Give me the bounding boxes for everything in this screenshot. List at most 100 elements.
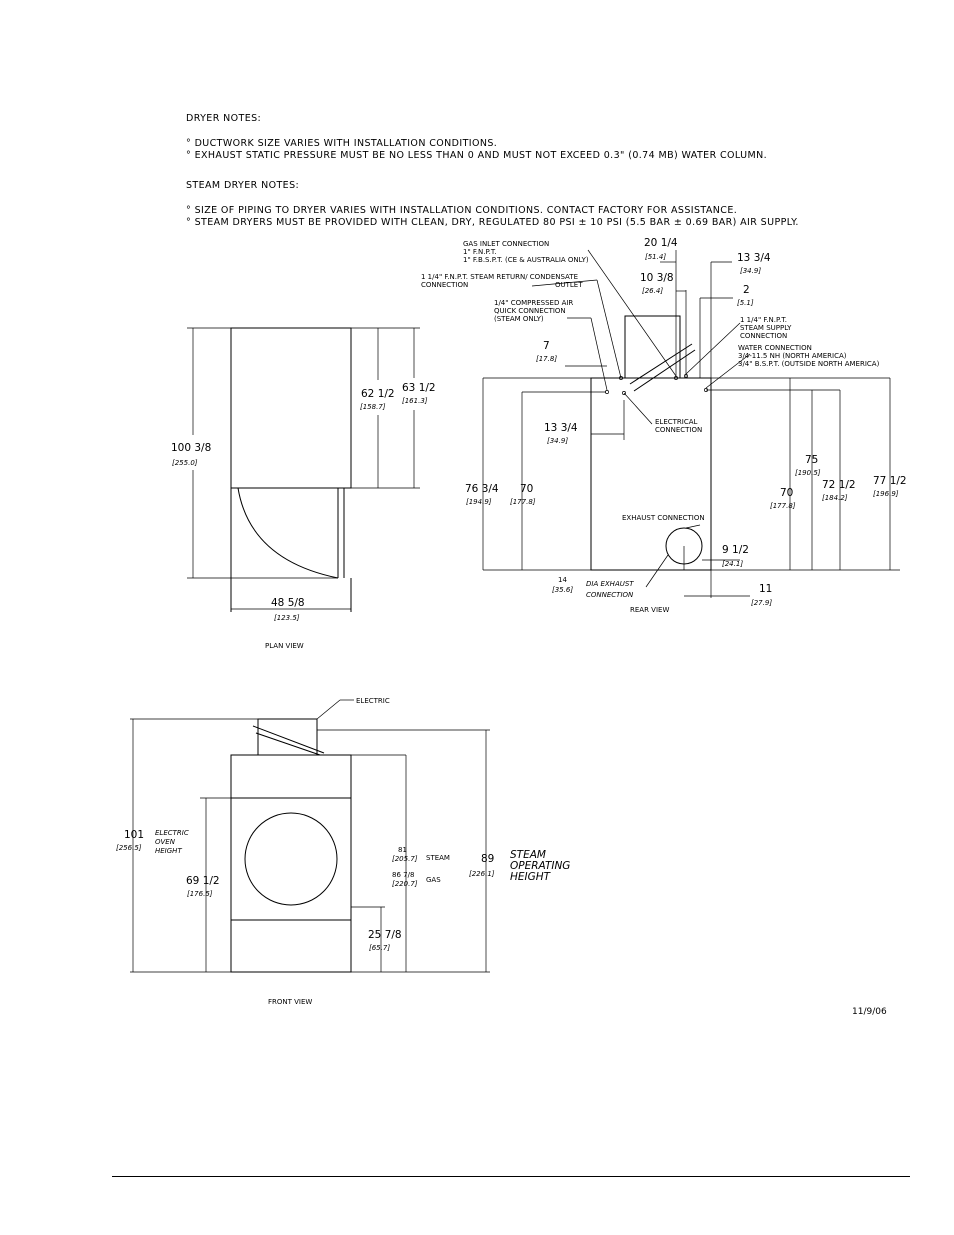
plan-cabinet: [230, 327, 352, 489]
gas-inlet-2: 1" F.N.P.T.: [463, 248, 497, 256]
front-dim-81-mm: [205.7]: [392, 855, 418, 863]
front-view-label: FRONT VIEW: [268, 998, 312, 1006]
steam-op-3: HEIGHT: [510, 871, 552, 883]
rear-top-box: [624, 315, 681, 379]
front-dim-69-mm: [176.5]: [187, 890, 213, 898]
rear-cabinet: [590, 377, 712, 571]
plan-dim-63-mm: [161.3]: [402, 397, 428, 405]
rear-dim-20: 20 1/4: [644, 237, 678, 249]
front-cabinet: [230, 754, 352, 973]
front-dim-69: 69 1/2: [186, 875, 220, 887]
steam-return-2: CONNECTION: [421, 281, 468, 289]
electric-oven-2: OVEN: [155, 838, 176, 846]
front-dim-25-mm: [65.7]: [369, 944, 390, 952]
rear-dim-9: 9 1/2: [722, 544, 749, 556]
dryer-notes: DRYER NOTES: ° DUCTWORK SIZE VARIES WITH…: [186, 113, 767, 162]
gas-inlet-1: GAS INLET CONNECTION: [463, 240, 549, 248]
steam-supply-1: 1 1/4" F.N.P.T.: [740, 316, 787, 324]
front-dim-81: 81: [398, 846, 407, 854]
rear-dim-76: 76 3/4: [465, 483, 499, 495]
front-top-box: [257, 718, 318, 756]
dryer-note-2: ° EXHAUST STATIC PRESSURE MUST BE NO LES…: [186, 150, 767, 161]
steam-op-2: OPERATING: [510, 860, 570, 872]
compressed-air-2: QUICK CONNECTION: [494, 307, 566, 315]
plan-height-mm: [255.0]: [172, 459, 198, 467]
plan-dim-62: 62 1/2: [361, 388, 395, 400]
dryer-notes-title: DRYER NOTES:: [186, 113, 262, 124]
steam-return-1: 1 1/4" F.N.P.T. STEAM RETURN/ CONDENSATE: [421, 273, 578, 281]
rear-dim-70b-mm: [177.8]: [770, 502, 796, 510]
front-view: ELECTRIC 101 [256.5] ELECTRIC OVEN HEIGH…: [116, 697, 570, 1006]
plan-width-mm: [123.5]: [274, 614, 300, 622]
front-dim-89-mm: [226.1]: [469, 870, 495, 878]
electrical-1: ELECTRICAL: [655, 418, 698, 426]
water-3: 3/4" B.S.P.T. (OUTSIDE NORTH AMERICA): [738, 360, 880, 368]
steam-dryer-notes: STEAM DRYER NOTES: ° SIZE OF PIPING TO D…: [186, 180, 799, 229]
plan-height-label: 100 3/8: [171, 442, 211, 454]
steam-note-1: ° SIZE OF PIPING TO DRYER VARIES WITH IN…: [186, 205, 738, 216]
electrical-2: CONNECTION: [655, 426, 702, 434]
rear-dim-72-mm: [184.2]: [822, 494, 848, 502]
plan-view: 100 3/8 [255.0] 62 1/2 [158.7] 63 1/2 [1…: [171, 327, 436, 650]
steam-supply-3: CONNECTION: [740, 332, 787, 340]
electric-oven-1: ELECTRIC: [155, 829, 189, 837]
rear-dim-75: 75: [805, 454, 818, 466]
rear-dim-7-mm: [17.8]: [536, 355, 557, 363]
rear-dim-70b: 70: [780, 487, 793, 499]
electric-label: ELECTRIC: [356, 697, 390, 705]
compressed-air-1: 1/4" COMPRESSED AIR: [494, 299, 573, 307]
steam-return-3: OUTLET: [555, 281, 583, 289]
steam-label: STEAM: [426, 854, 450, 862]
plan-dim-62-mm: [158.7]: [360, 403, 386, 411]
steam-supply-2: STEAM SUPPLY: [740, 324, 792, 332]
steam-note-2: ° STEAM DRYERS MUST BE PROVIDED WITH CLE…: [186, 217, 799, 228]
plan-width: 48 5/8: [271, 597, 305, 609]
front-dim-86: 86 7/8: [392, 871, 414, 879]
rear-dim-14: 14: [558, 576, 567, 584]
rear-dim-7: 7: [543, 340, 550, 352]
rear-dim-77: 77 1/2: [873, 475, 907, 487]
rear-dim-77-mm: [196.9]: [873, 490, 899, 498]
rear-dim-76-mm: [194.9]: [466, 498, 492, 506]
electric-oven-3: HEIGHT: [155, 847, 182, 855]
plan-view-label: PLAN VIEW: [265, 642, 304, 650]
front-dim-89: 89: [481, 853, 494, 865]
rear-dim-10: 10 3/8: [640, 272, 674, 284]
door-swing-arc: [237, 487, 339, 579]
rear-dim-11: 11: [759, 583, 772, 595]
steam-op-1: STEAM: [510, 849, 546, 861]
rear-dim-13b-mm: [34.9]: [547, 437, 568, 445]
water-1: WATER CONNECTION: [738, 344, 812, 352]
plan-dim-63: 63 1/2: [402, 382, 436, 394]
dia-exhaust-1: DIA EXHAUST: [586, 580, 634, 588]
rear-dim-10-mm: [26.4]: [642, 287, 663, 295]
front-dim-25: 25 7/8: [368, 929, 402, 941]
rear-dim-13a-mm: [34.9]: [740, 267, 761, 275]
rear-dim-20-mm: [51.4]: [645, 253, 666, 261]
gas-label: GAS: [426, 876, 441, 884]
dryer-note-1: ° DUCTWORK SIZE VARIES WITH INSTALLATION…: [186, 138, 498, 149]
front-dim-101: 101: [124, 829, 144, 841]
front-dim-86-mm: [220.7]: [392, 880, 418, 888]
drawing-date: 11/9/06: [852, 1007, 887, 1017]
footer-rule: [112, 1176, 910, 1177]
rear-view-label: REAR VIEW: [630, 606, 669, 614]
rear-dim-70a: 70: [520, 483, 533, 495]
compressed-air-3: (STEAM ONLY): [494, 315, 544, 323]
rear-dim-9-mm: [24.1]: [722, 560, 743, 568]
rear-dim-14-mm: [35.6]: [552, 586, 573, 594]
rear-dim-11-mm: [27.9]: [751, 599, 772, 607]
steam-notes-title: STEAM DRYER NOTES:: [186, 180, 300, 191]
rear-dim-2-mm: [5.1]: [737, 299, 754, 307]
rear-dim-70a-mm: [177.8]: [510, 498, 536, 506]
exhaust-label: EXHAUST CONNECTION: [622, 514, 705, 522]
rear-dim-2: 2: [743, 284, 750, 296]
rear-dim-75-mm: [190.5]: [795, 469, 821, 477]
rear-dim-13a: 13 3/4: [737, 252, 771, 264]
water-2: 3/4-11.5 NH (NORTH AMERICA): [738, 352, 847, 360]
rear-dim-72: 72 1/2: [822, 479, 856, 491]
rear-view: 20 1/4 [51.4] 13 3/4 [34.9] 10 3/8 [26.4…: [421, 237, 907, 614]
gas-inlet-3: 1" F.B.S.P.T. (CE & AUSTRALIA ONLY): [463, 256, 589, 264]
front-dim-101-mm: [256.5]: [116, 844, 142, 852]
